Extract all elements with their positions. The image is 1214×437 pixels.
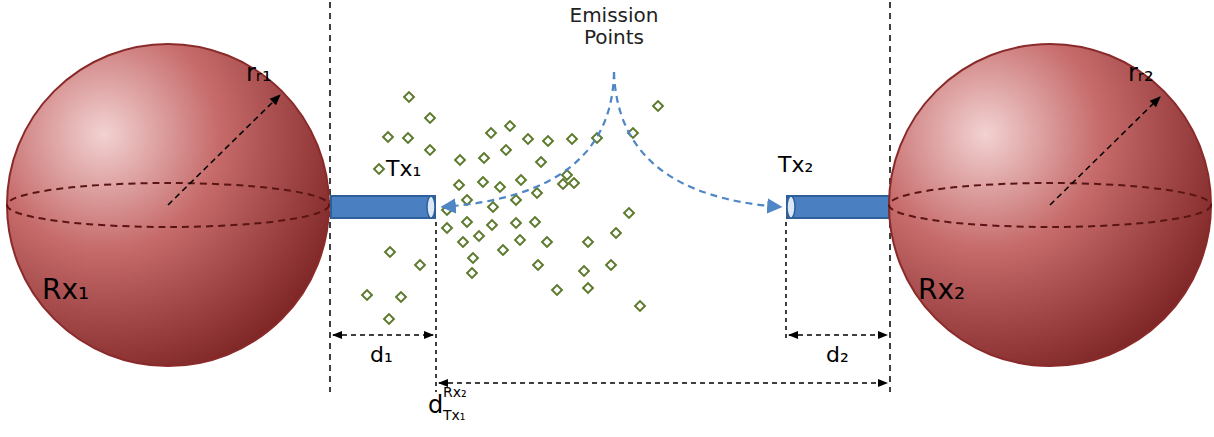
sphere-body [889, 44, 1211, 366]
molecule-dot [384, 314, 394, 324]
molecule-dot [479, 153, 489, 163]
dimension-label: d₁ [370, 343, 393, 367]
molecule-dot [385, 247, 395, 257]
dimension-arrows [333, 222, 887, 392]
receiver-sphere: Rx₂ [888, 43, 1212, 367]
molecule-dot [543, 136, 553, 146]
molecule-dot [468, 253, 478, 263]
molecule-dot [455, 155, 465, 165]
molecule-dot [486, 128, 496, 138]
sphere-body [7, 44, 329, 366]
molecule-dot [458, 237, 468, 247]
radius-label: rᵣ₂ [1128, 60, 1154, 86]
tube-shape [330, 195, 436, 219]
molecule-dot [579, 266, 589, 276]
receiver-sphere: Rx₁ [6, 43, 330, 367]
molecule-dot [569, 178, 579, 188]
transmitter-label: Tx₂ [778, 153, 813, 177]
tube-body [331, 196, 435, 218]
molecule-dot [478, 177, 488, 187]
molecule-dot [425, 113, 435, 123]
dimension-superscript: Rx₂ [443, 385, 467, 400]
molecule-dot [532, 188, 542, 198]
receiver-label: Rx₁ [42, 275, 89, 306]
tube-opening [427, 196, 435, 218]
molecule-dot [516, 175, 526, 185]
molecule-dot [533, 260, 543, 270]
molecule-dot [567, 134, 577, 144]
transmitter-tube: Tx₁ [330, 195, 436, 219]
transmitter-label: Tx₁ [386, 157, 421, 181]
molecule-dot [374, 164, 384, 174]
molecule-dot [511, 218, 521, 228]
molecule-dot [474, 231, 484, 241]
dimension-subscript: Tx₁ [443, 408, 465, 423]
molecule-dot [362, 290, 372, 300]
molecule-dot [467, 268, 477, 278]
dimension-label: d₂ [826, 343, 849, 367]
molecule-dot [425, 145, 435, 155]
molecule-dot [505, 121, 515, 131]
molecule-dot [404, 92, 414, 102]
radius-arrow [168, 95, 280, 205]
molecule-dot [624, 208, 634, 218]
molecule-dot [583, 237, 593, 247]
molecule-dot [536, 157, 546, 167]
molecule-dot [583, 283, 593, 293]
radius-arrow [1050, 97, 1160, 205]
molecule-dot [396, 292, 406, 302]
molecule-dot [606, 260, 616, 270]
molecule-dot [530, 217, 540, 227]
molecule-dot [611, 228, 621, 238]
sphere-shape [6, 43, 330, 367]
molecule-dot [501, 145, 511, 155]
dimension-label: d [428, 392, 443, 418]
molecule-dot [454, 180, 464, 190]
tube-shape [786, 195, 890, 219]
molecule-dot [487, 220, 497, 230]
molecule-dot [403, 133, 413, 143]
tube-opening [787, 196, 795, 218]
molecule-dot [552, 285, 562, 295]
molecule-dot [558, 179, 568, 189]
molecule-dot [542, 237, 552, 247]
receiver-label: Rx₂ [918, 275, 965, 306]
molecule-dot [383, 132, 393, 142]
molecule-dot [488, 202, 498, 212]
emission-arrows [442, 72, 781, 207]
emission-label: Emission Points [549, 4, 679, 48]
molecule-dot [495, 182, 505, 192]
molecule-dot [515, 235, 525, 245]
molecule-dot [442, 223, 452, 233]
sphere-shape [888, 43, 1212, 367]
molecule-dot [523, 134, 533, 144]
molecule-dot [462, 217, 472, 227]
extension-lines [330, 2, 890, 392]
molecule-dot [498, 245, 508, 255]
transmitter-tube: Tx₂ [786, 195, 890, 219]
radius-label: rᵣ₁ [246, 60, 272, 86]
tube-body [787, 196, 889, 218]
molecule-dot [511, 195, 521, 205]
molecule-dot [653, 101, 663, 111]
molecule-dot [415, 260, 425, 270]
molecule-dot [635, 301, 645, 311]
